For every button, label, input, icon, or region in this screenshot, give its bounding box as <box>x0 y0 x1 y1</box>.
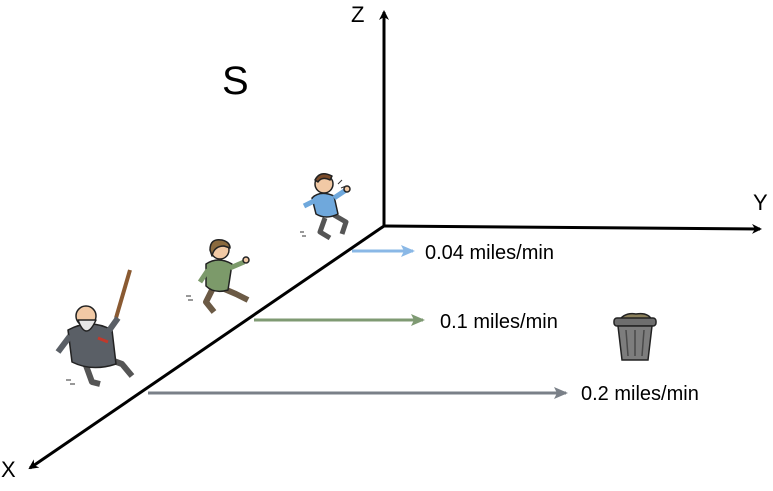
frame-label: S <box>222 59 249 103</box>
y-axis-label: Y <box>753 190 768 215</box>
running-woman-icon <box>186 238 250 314</box>
x-axis-label: X <box>1 457 16 482</box>
velocity-label-child: 0.04 miles/min <box>425 242 554 264</box>
y-axis <box>383 223 762 234</box>
trash-can-icon <box>613 312 657 361</box>
z-axis-label: Z <box>351 2 364 27</box>
velocity-label-old-man: 0.2 miles/min <box>581 383 699 405</box>
running-old-man-icon <box>55 269 135 387</box>
running-child-icon <box>300 173 351 241</box>
axes <box>28 10 762 470</box>
velocity-label-woman: 0.1 miles/min <box>440 311 558 333</box>
x-axis <box>28 224 385 470</box>
